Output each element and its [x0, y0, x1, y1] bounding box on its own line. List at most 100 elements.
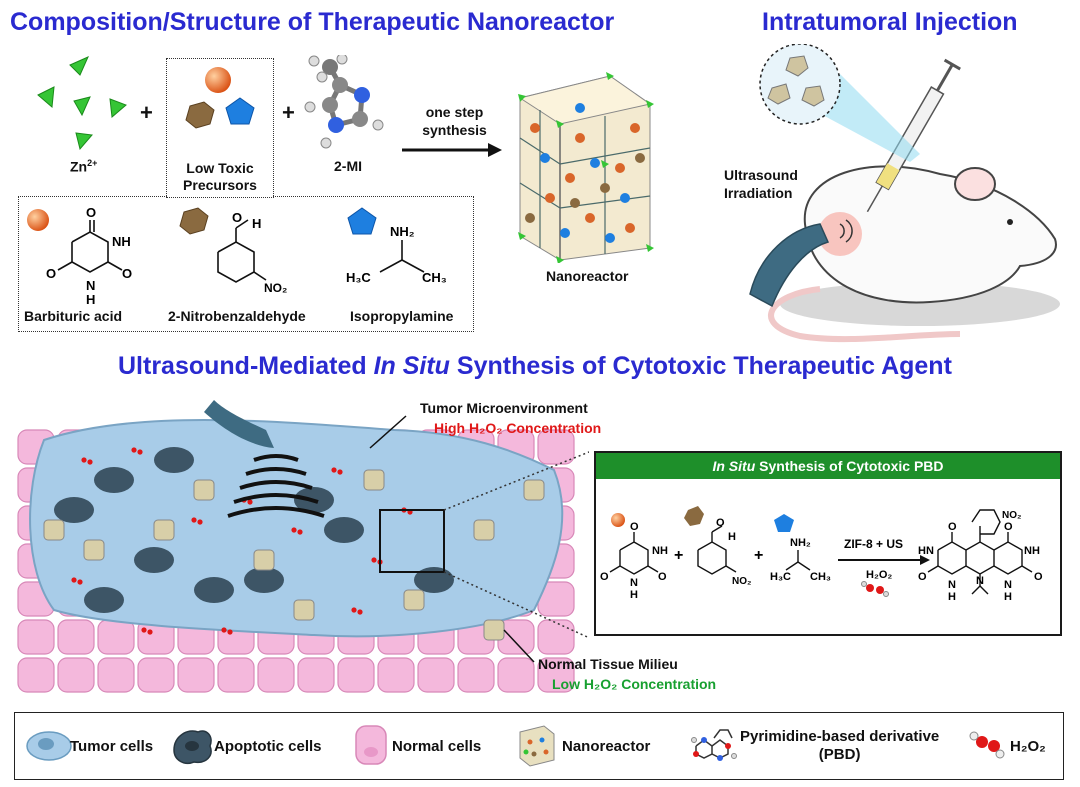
svg-text:H: H	[1004, 591, 1012, 603]
h2o2-molecule	[291, 527, 297, 533]
pbd-molecule-icon	[927, 509, 1033, 595]
nanoreactor	[253, 549, 275, 571]
apoptotic-cell-icon	[173, 730, 212, 764]
normal-cell	[97, 657, 135, 693]
normal-cell	[57, 619, 95, 655]
h2o2-molecule	[351, 607, 357, 613]
ultrasound-probe-icon	[749, 223, 830, 308]
mouse-ear	[954, 167, 996, 201]
svg-text:CH₃: CH₃	[422, 270, 447, 285]
normal-cell	[97, 619, 135, 655]
svg-text:NO₂: NO₂	[732, 576, 751, 587]
nanoreactor-legend-icon	[519, 725, 555, 767]
apoptotic-cell	[94, 467, 134, 493]
svg-text:NH₂: NH₂	[390, 224, 415, 239]
normal-cell	[537, 657, 575, 693]
normal-cell	[17, 619, 55, 655]
tumor-micro-label: Tumor Microenvironment	[420, 400, 588, 416]
h2o2-molecule	[371, 557, 377, 563]
nanoreactor	[483, 619, 505, 641]
svg-text:H₃C: H₃C	[770, 571, 791, 583]
apoptotic-cell	[324, 517, 364, 543]
isopropyl-pentagon-icon	[225, 97, 255, 125]
legend-pbd-label: Pyrimidine-based derivative(PBD)	[740, 728, 940, 763]
svg-text:H₂O₂: H₂O₂	[866, 569, 892, 581]
ultrasound-waves	[227, 454, 325, 518]
h2o2-molecule	[337, 469, 343, 475]
svg-text:N: N	[1004, 579, 1012, 591]
isopropyl-label: Isopropylamine	[350, 308, 454, 324]
svg-text:O: O	[658, 571, 667, 583]
apoptotic-cell	[134, 547, 174, 573]
normal-cell	[177, 657, 215, 693]
mouse-tail	[768, 286, 961, 343]
precursor-symbols	[185, 67, 255, 129]
svg-text:O: O	[918, 571, 927, 583]
svg-text:+: +	[674, 547, 683, 564]
svg-text:H: H	[252, 216, 261, 231]
precursor-structures-box	[18, 196, 474, 332]
plus-sign-2: +	[282, 100, 295, 125]
legend-h2o2-label: H₂O₂	[1010, 738, 1046, 755]
nitrobenz-label: 2-Nitrobenzaldehyde	[168, 308, 306, 324]
plus-sign: +	[140, 100, 153, 125]
normal-cell	[497, 657, 535, 693]
normal-cell	[297, 657, 335, 693]
legend-apoptotic-label: Apoptotic cells	[214, 738, 322, 755]
svg-text:N: N	[630, 577, 638, 589]
h2o2-molecule	[131, 447, 137, 453]
nanoreactor	[473, 519, 495, 541]
h2o2-molecule	[141, 627, 147, 633]
microenv-leader	[369, 415, 407, 449]
tumor-spot	[818, 212, 862, 256]
svg-text:N: N	[948, 579, 956, 591]
svg-text:O: O	[86, 205, 96, 220]
tissue-illustration	[17, 400, 589, 693]
pbd-synthesis-header: In Situ Synthesis of Cytotoxic PBD	[596, 453, 1060, 479]
h2o2-molecule	[357, 609, 363, 615]
nanoreactor	[193, 479, 215, 501]
normal-cell	[137, 657, 175, 693]
svg-text:NO₂: NO₂	[264, 281, 287, 295]
h2o2-molecule	[197, 519, 203, 525]
normal-cell	[257, 657, 295, 693]
svg-text:H: H	[86, 292, 95, 307]
apoptotic-cell	[194, 577, 234, 603]
precursors-box	[166, 58, 274, 198]
pbd-reaction: O NH O O N H + O H NO₂ + NH₂ H₃C CH₃ ZIF…	[600, 506, 1043, 603]
normal-cell	[217, 657, 255, 693]
svg-text:O: O	[948, 521, 957, 533]
apoptotic-cell	[154, 447, 194, 473]
svg-text:H₃C: H₃C	[346, 270, 371, 285]
h2o2-molecule	[331, 467, 337, 473]
h2o2-molecule-icon	[861, 581, 889, 597]
composition-title: Composition/Structure of Therapeutic Nan…	[10, 8, 615, 36]
apoptotic-cell	[414, 567, 454, 593]
h2o2-molecule	[191, 517, 197, 523]
svg-text:NH₂: NH₂	[790, 537, 811, 549]
apoptotic-cell	[244, 567, 284, 593]
nanoreactor	[83, 539, 105, 561]
nanoreactor	[43, 519, 65, 541]
svg-text:NH: NH	[112, 234, 131, 249]
tumor-detail	[43, 447, 545, 641]
svg-text:HN: HN	[918, 545, 934, 557]
tumor-cell-icon	[26, 731, 72, 761]
svg-text:NH: NH	[652, 545, 668, 557]
svg-text:O: O	[122, 266, 132, 281]
h2o2-molecule	[297, 529, 303, 535]
barbituric-label: Barbituric acid	[24, 308, 123, 324]
normal-tissue-label: Normal Tissue Milieu	[538, 656, 678, 672]
barbituric-ball-icon	[27, 209, 49, 231]
svg-text:O: O	[46, 266, 56, 281]
normal-cell	[377, 657, 415, 693]
injection-title: Intratumoral Injection	[762, 8, 1018, 36]
normal-cell	[537, 429, 575, 465]
svg-text:O: O	[600, 571, 609, 583]
nanoreactor-cube-icon	[518, 72, 654, 263]
svg-text:O: O	[716, 517, 725, 529]
svg-text:H: H	[728, 531, 736, 543]
